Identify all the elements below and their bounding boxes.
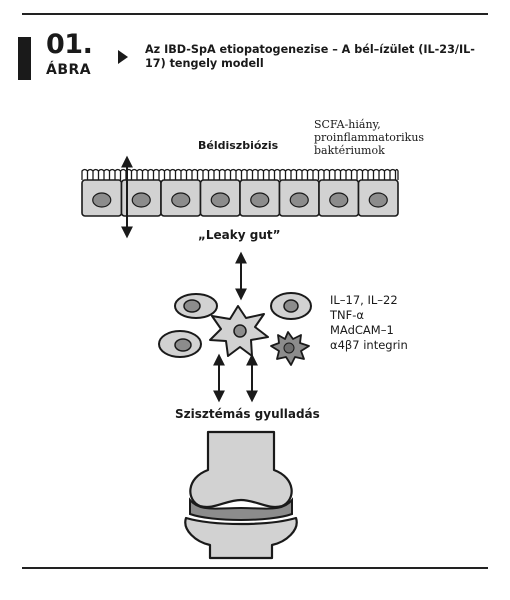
figure-word: ÁBRA: [46, 62, 92, 78]
figure-caption: Az IBD-SpA etiopatogenezise – A bél–ízül…: [145, 43, 475, 70]
cell-nucleus: [131, 192, 151, 208]
cytokine-item: IL–17, IL–22: [330, 293, 398, 307]
scfa-line: baktériumok: [314, 144, 385, 157]
cell-nucleus: [283, 299, 299, 313]
cell-nucleus: [92, 192, 112, 208]
scfa-line: proinflammatorikus: [314, 131, 425, 144]
cell-nucleus: [183, 299, 201, 313]
scfa-label: SCFA-hiány, proinflammatorikus baktérium…: [314, 118, 444, 157]
cytokine-item: TNF-α: [330, 308, 364, 322]
play-triangle-icon: [118, 50, 128, 64]
knee-joint-icon: [184, 430, 298, 560]
top-rule: [22, 13, 488, 15]
figure-bar: [18, 37, 31, 80]
immune-cells: [158, 292, 312, 366]
leaky-gut-label: „Leaky gut”: [198, 228, 281, 242]
microvilli: [81, 168, 399, 180]
cell-nucleus: [233, 324, 247, 338]
cytokine-item: α4β7 integrin: [330, 338, 408, 352]
systemic-inflammation-label: Szisztémás gyulladás: [175, 407, 320, 421]
dysbiosis-label: Béldiszbiózis: [198, 139, 279, 152]
scfa-line: SCFA-hiány,: [314, 118, 381, 131]
cell-nucleus: [329, 192, 349, 208]
cytokine-list: IL–17, IL–22 TNF-α MAdCAM–1 α4β7 integri…: [330, 293, 408, 353]
figure-number: 01.: [46, 29, 93, 60]
cell-nucleus: [171, 192, 191, 208]
bottom-rule: [22, 567, 488, 569]
cytokine-item: MAdCAM–1: [330, 323, 394, 337]
epithelium-cells: [81, 168, 399, 217]
cell-nucleus: [289, 192, 309, 208]
cell-nucleus: [210, 192, 230, 208]
cell-nucleus: [174, 338, 192, 352]
cell-nucleus: [250, 192, 270, 208]
cell-nucleus: [368, 192, 388, 208]
